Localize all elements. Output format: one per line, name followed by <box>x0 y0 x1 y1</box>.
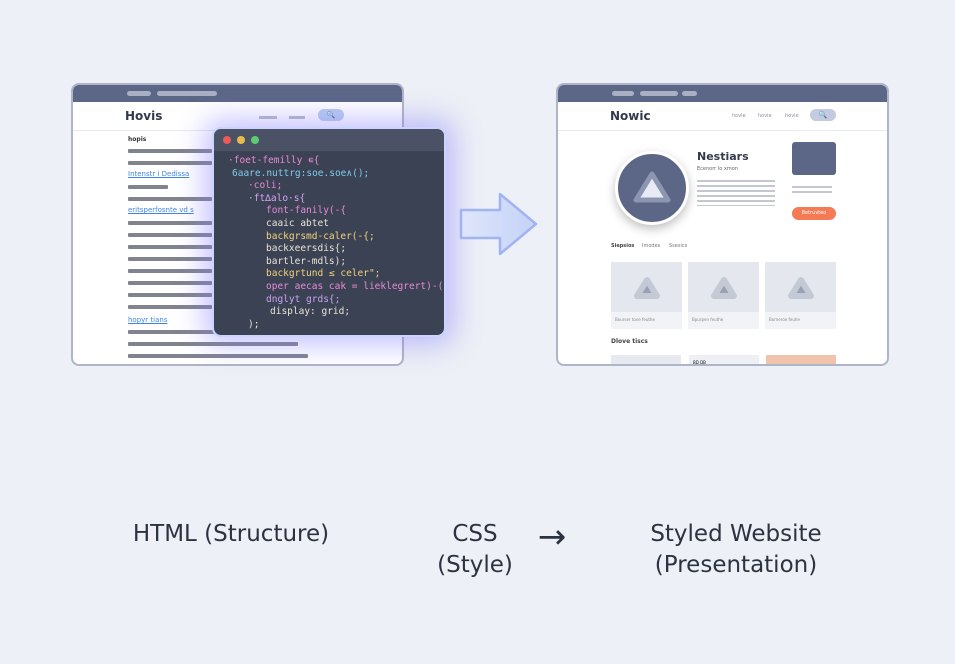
card-caption: Bourser tove feuthe <box>615 317 655 322</box>
caption-styled: Styled Website <box>650 521 822 547</box>
maximize-icon <box>251 136 259 144</box>
caption-styled-sub: (Presentation) <box>654 552 818 578</box>
triangle-icon <box>711 277 737 299</box>
caption-css: CSS <box>452 521 498 547</box>
code-line: backgrsmd-caler(-{; <box>266 230 375 242</box>
code-line: font-fanily(-{ <box>266 205 347 217</box>
window-controls <box>214 129 444 151</box>
link[interactable]: eritsperfosnte vd s <box>128 206 194 214</box>
code-line: backgrtund ≤ celer"; <box>266 268 381 280</box>
card-caption: Borneroe feuhe <box>769 317 800 322</box>
tab[interactable]: Ssesics <box>669 243 688 249</box>
card-small: BD DB <box>689 355 759 364</box>
card-image <box>765 262 836 312</box>
triangle-icon <box>788 277 814 299</box>
caption-html: HTML (Structure) <box>132 521 330 547</box>
hero-subtitle: Ecenorr lo xmon <box>697 166 738 172</box>
nav-bar: Nowic hovie hovie hovie 🔍 <box>558 102 887 131</box>
brand: Hovis <box>125 109 163 123</box>
nav-link[interactable]: hovie <box>758 113 772 119</box>
tab[interactable]: Siepsios <box>611 243 635 249</box>
feature-card[interactable]: Bpurpen feuthe <box>688 262 759 329</box>
search-icon: 🔍 <box>318 109 344 121</box>
nav-link[interactable]: hovie <box>732 113 746 119</box>
tab[interactable]: Imodes <box>642 243 661 249</box>
minimize-icon <box>237 136 245 144</box>
title-bar <box>73 85 402 102</box>
hero-title: Nestiars <box>697 150 749 163</box>
logo-triangle-icon <box>633 171 671 203</box>
section-heading: Dlove tiscs <box>611 338 648 345</box>
code-line: ·foet-femilly ∊{ <box>228 155 320 166</box>
caption-css-sub: (Style) <box>437 552 513 578</box>
title-bar <box>558 85 887 102</box>
image-card <box>766 355 836 364</box>
search-icon[interactable]: 🔍 <box>810 109 836 121</box>
triangle-icon <box>634 277 660 299</box>
code-line: ·ft∆alo·s{ <box>248 192 306 204</box>
code-line: display: grid; <box>270 306 351 318</box>
cta-button[interactable]: Betruvteo <box>792 207 836 220</box>
card-image <box>611 262 682 312</box>
card-image <box>688 262 759 312</box>
code-line: dnglyt grds{; <box>266 293 341 305</box>
brand: Nowic <box>610 109 651 123</box>
feature-card[interactable]: Bourser tove feuthe <box>611 262 682 329</box>
code-line: backxeersdis{; <box>266 243 347 255</box>
arrow-right-icon: → <box>537 517 567 557</box>
card-caption: Bpurpen feuthe <box>692 317 724 322</box>
hero-text <box>697 180 775 206</box>
feature-card[interactable]: Borneroe feuhe <box>765 262 836 329</box>
code-line: ·coli; <box>248 180 283 192</box>
code-line: 6aare.nuttrg:soe.soe∧(); <box>232 167 370 179</box>
css-code-window: ·foet-femilly ∊{6aare.nuttrg:soe.soe∧();… <box>212 127 446 337</box>
image-thumbnail <box>792 142 836 175</box>
link[interactable]: hopyr tians <box>128 316 168 324</box>
code-line: caaic abtet <box>266 218 329 229</box>
nav-link[interactable]: hovie <box>785 113 799 119</box>
close-icon <box>223 136 231 144</box>
styled-website-browser: Nowic hovie hovie hovie 🔍 Nestiars Eceno… <box>556 83 889 366</box>
code-line: bartler-mdls); <box>266 255 347 267</box>
hero-avatar <box>615 151 689 225</box>
code-line: oper aecas cak = lieklegrert)-()); <box>266 281 446 292</box>
transform-arrow-icon <box>459 192 538 256</box>
heading: hopis <box>128 136 147 143</box>
link[interactable]: Intenstr i Dedissa <box>128 170 190 178</box>
code-line: ); <box>248 318 260 330</box>
